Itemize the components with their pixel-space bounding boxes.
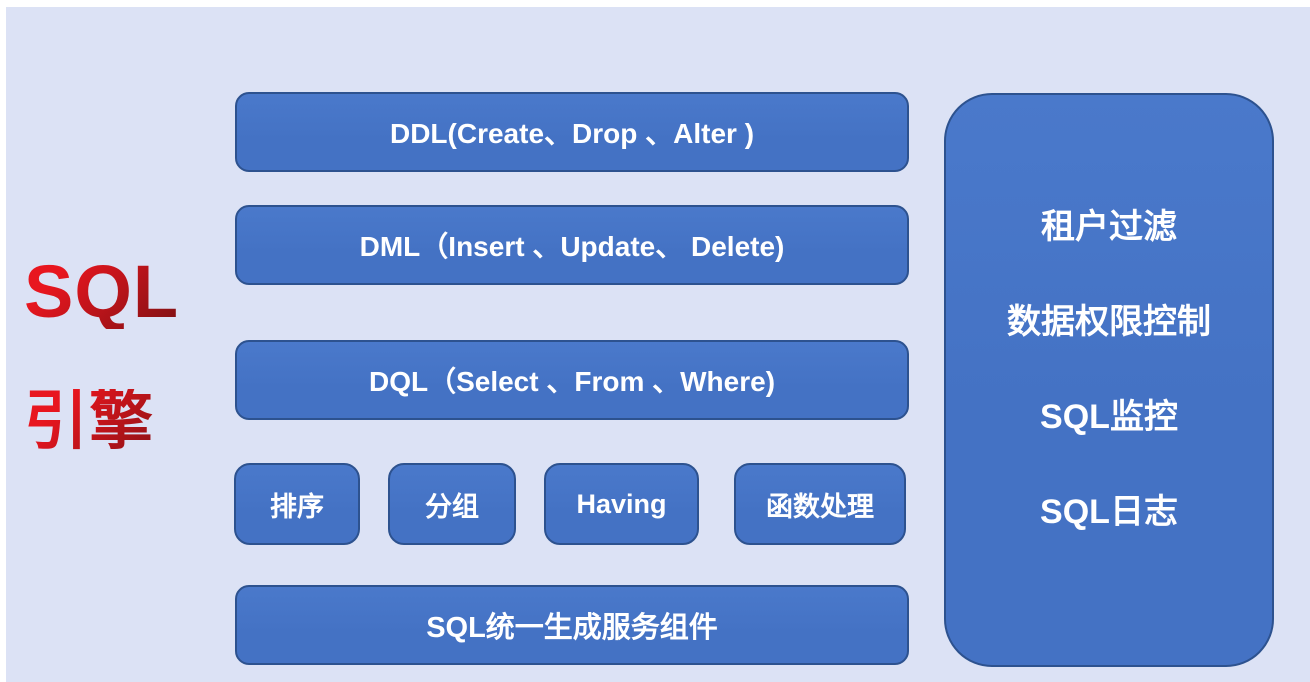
having-box: Having bbox=[544, 463, 699, 545]
ddl-box: DDL(Create、Drop 、Alter ) bbox=[235, 92, 909, 172]
title-line-sql: SQL bbox=[24, 255, 214, 329]
panel-item-sql-log: SQL日志 bbox=[1040, 493, 1178, 531]
dml-box: DML（Insert 、Update、 Delete) bbox=[235, 205, 909, 285]
sort-box: 排序 bbox=[234, 463, 360, 545]
function-processing-box-label: 函数处理 bbox=[766, 491, 874, 522]
panel-item-sql-monitoring: SQL监控 bbox=[1040, 398, 1178, 436]
group-box-label: 分组 bbox=[425, 491, 479, 522]
sort-box-label: 排序 bbox=[270, 491, 324, 522]
dml-box-label: DML（Insert 、Update、 Delete) bbox=[359, 231, 785, 262]
group-box: 分组 bbox=[388, 463, 516, 545]
sql-generation-service-box-label: SQL统一生成服务组件 bbox=[426, 612, 718, 644]
function-processing-box: 函数处理 bbox=[734, 463, 906, 545]
panel-item-tenant-filter: 租户过滤 bbox=[1041, 208, 1177, 246]
dql-box: DQL（Select 、From 、Where) bbox=[235, 340, 909, 420]
governance-side-panel: 租户过滤 数据权限控制 SQL监控 SQL日志 bbox=[944, 93, 1274, 667]
diagram-canvas: SQL 引擎 DDL(Create、Drop 、Alter ) DML（Inse… bbox=[6, 7, 1310, 682]
panel-item-data-permission-control: 数据权限控制 bbox=[1007, 303, 1211, 341]
having-box-label: Having bbox=[576, 488, 667, 519]
ddl-box-label: DDL(Create、Drop 、Alter ) bbox=[389, 118, 755, 149]
sql-generation-service-box: SQL统一生成服务组件 bbox=[235, 585, 909, 665]
dql-box-label: DQL（Select 、From 、Where) bbox=[368, 366, 776, 397]
diagram-title: SQL 引擎 bbox=[24, 255, 214, 454]
title-line-engine: 引擎 bbox=[24, 389, 214, 453]
